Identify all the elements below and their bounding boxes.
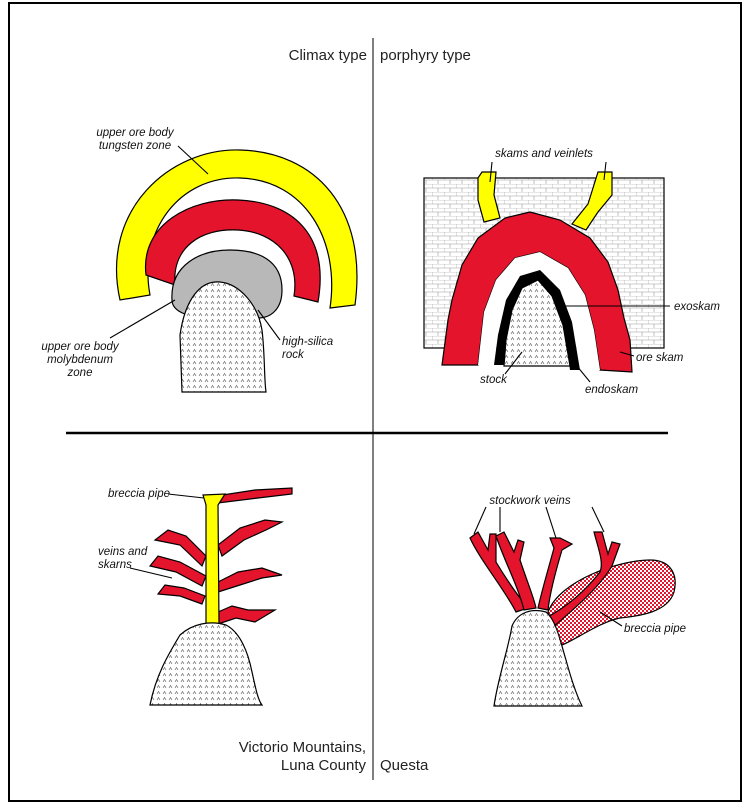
victorio-vein-top-right [216,488,292,503]
endoskarn-label: endoskam [585,384,638,396]
molybdenum-zone-label-3: zone [67,367,93,379]
high-silica-label-2: rock [282,349,305,361]
victorio-caption-line2: Luna County [281,757,367,774]
stockwork-veins-label: stockwork veins [489,495,570,507]
questa-breccia-pipe-label: breccia pipe [624,623,686,635]
molybdenum-leader [110,300,175,338]
skarns-veinlets-label: skams and veinlets [495,148,593,160]
climax-type-diagram: upper ore body tungsten zone upper ore b… [41,127,357,392]
diagram-frame [9,3,741,801]
stockwork-leader-1 [474,507,486,534]
porphyry-type-diagram: skams and veinlets exoskam ore skam stoc… [424,148,720,396]
header-climax-type: Climax type [289,47,367,64]
exoskarn-label: exoskam [674,301,720,313]
stockwork-leader-3 [546,507,556,538]
ore-skarn-label: ore skam [636,352,684,364]
victorio-breccia-pipe-shape [203,494,225,625]
questa-diagram: stockwork veins breccia pipe [470,495,686,706]
header-porphyry-type: porphyry type [380,47,471,64]
victorio-vein-low-left [158,585,205,604]
questa-caption: Questa [380,757,429,774]
victorio-breccia-leader [168,494,204,498]
victorio-caption-line1: Victorio Mountains, [239,739,366,756]
high-silica-label: high-silica [282,336,333,348]
victorio-vein-bottom-right [218,606,275,624]
victorio-vein-lower-right [218,568,282,592]
tungsten-zone-label: upper ore body [96,127,175,139]
victorio-vein-mid-right [218,520,282,556]
victorio-stock-shape [150,623,262,705]
molybdenum-zone-label: upper ore body [41,341,120,353]
victorio-breccia-pipe-label: breccia pipe [108,488,170,500]
victorio-veins-label: veins and [98,546,148,558]
tungsten-zone-label-2: tungsten zone [99,140,171,152]
victorio-skarns-label: skarns [98,559,132,571]
molybdenum-zone-label-2: molybdenum [47,354,113,366]
stock-label: stock [480,374,508,386]
victorio-mountains-diagram: breccia pipe veins and skarns [98,488,292,705]
stockwork-leader-4 [592,507,604,532]
